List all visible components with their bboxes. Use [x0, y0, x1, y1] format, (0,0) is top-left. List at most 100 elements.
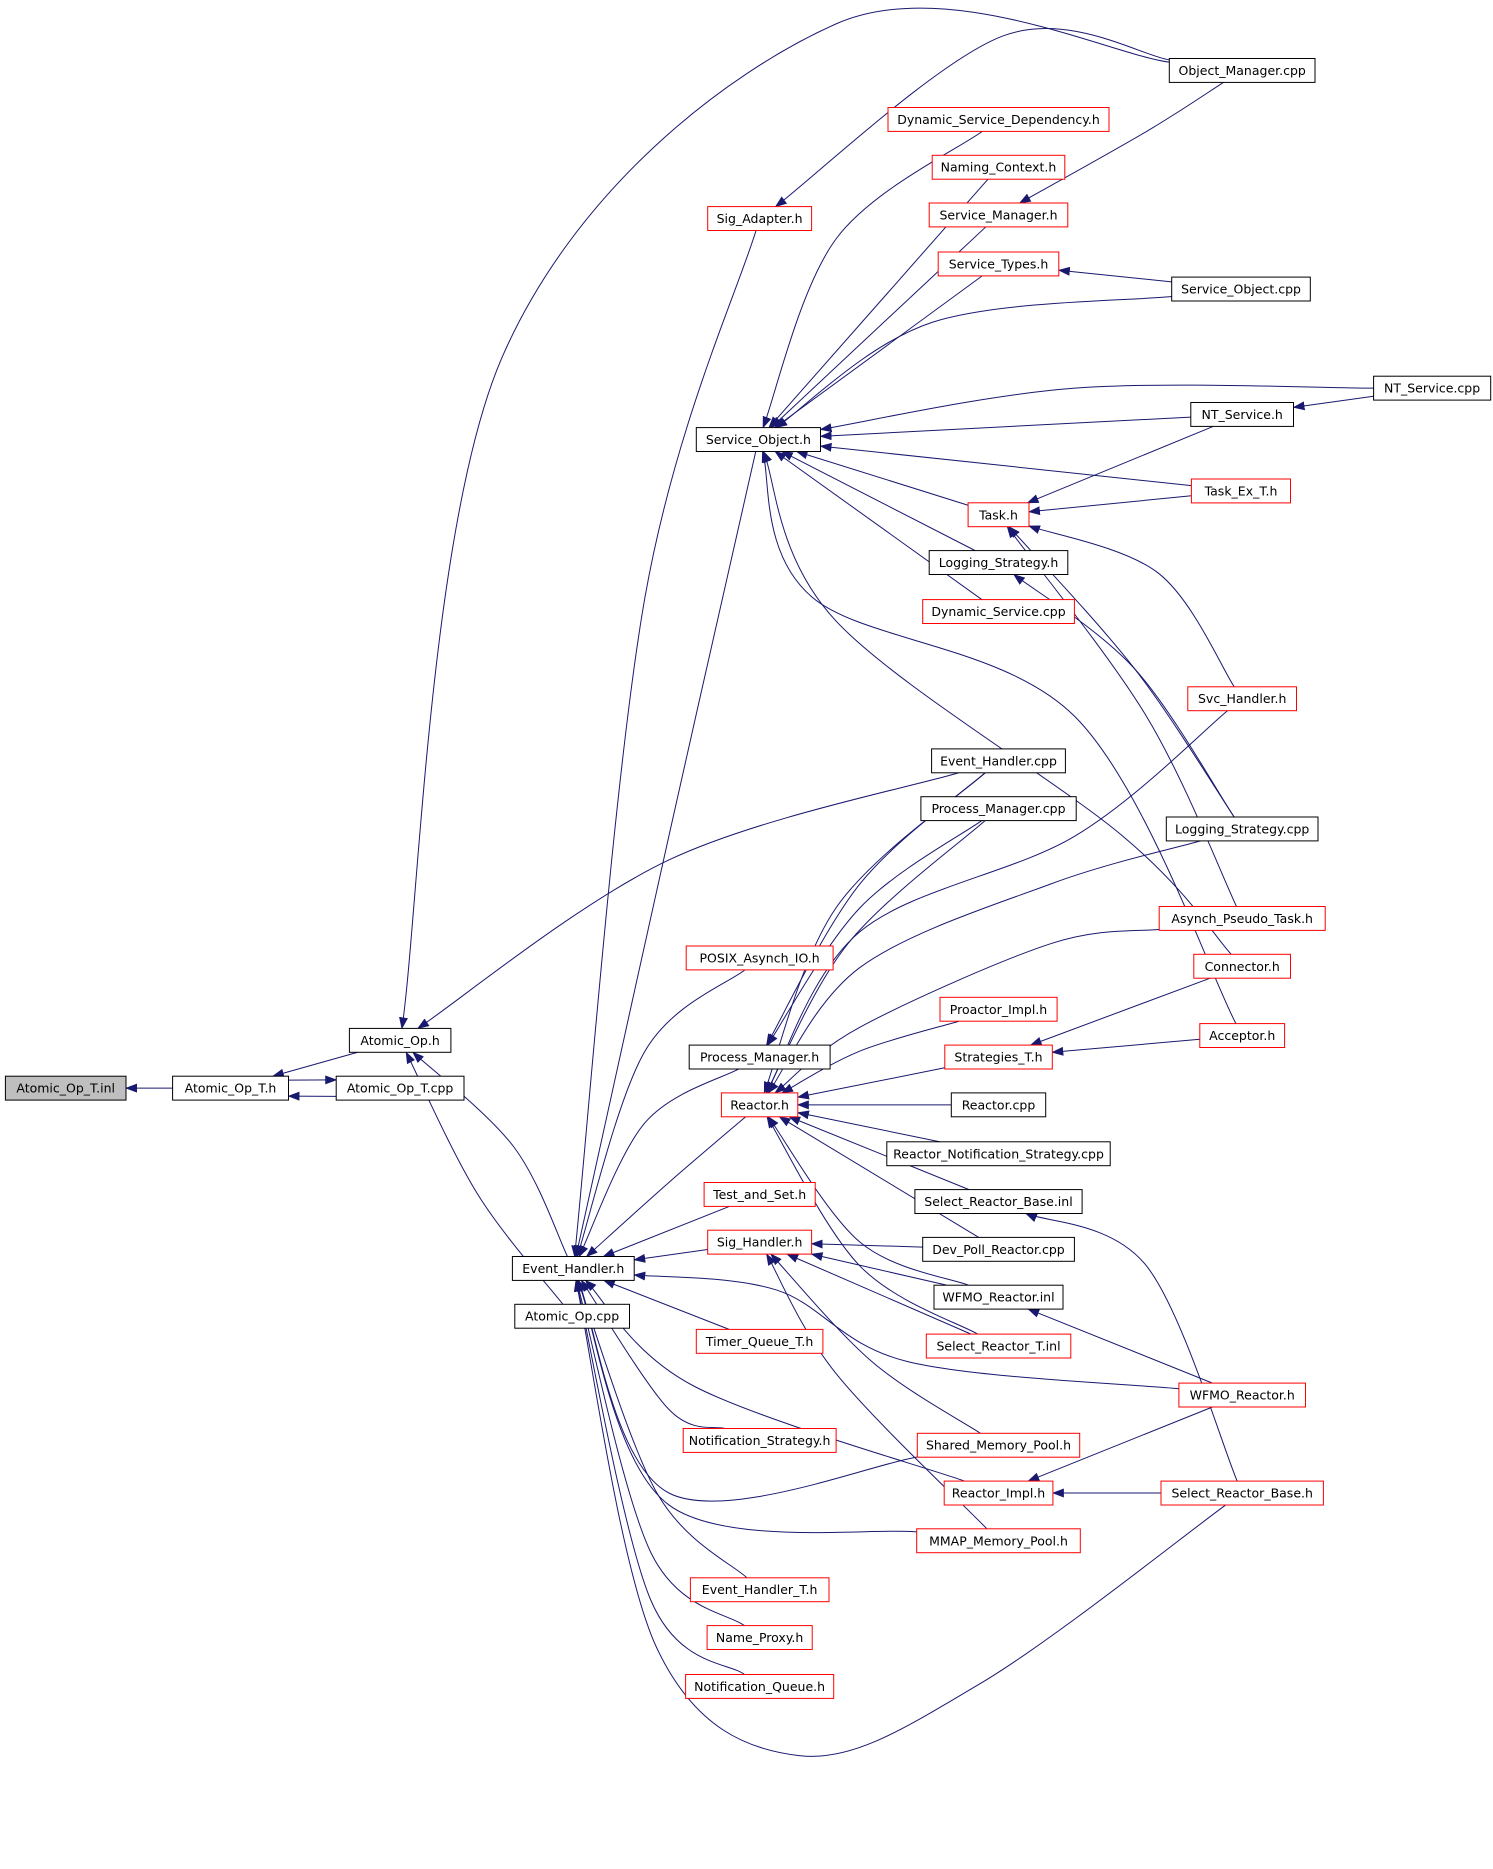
node-dynamic-service-cpp[interactable]: Dynamic_Service.cpp — [922, 599, 1075, 624]
node-nt-service-h[interactable]: NT_Service.h — [1190, 402, 1295, 427]
edge-reactor-h-to-event-handler-h — [585, 1116, 746, 1258]
node-svc-handler-h[interactable]: Svc_Handler.h — [1187, 686, 1298, 712]
node-box — [1160, 1480, 1324, 1506]
node-box — [943, 1480, 1054, 1506]
node-event-handler-t-h[interactable]: Event_Handler_T.h — [689, 1577, 830, 1603]
node-label: Service_Types.h — [949, 257, 1049, 272]
node-select-reactor-base-h[interactable]: Select_Reactor_Base.h — [1160, 1480, 1324, 1506]
node-proactor-impl-h[interactable]: Proactor_Impl.h — [939, 996, 1058, 1022]
edge-process-manager-h-to-event-handler-h — [578, 1068, 740, 1258]
node-box — [931, 748, 1066, 774]
node-mmap-memory-pool-h[interactable]: MMAP_Memory_Pool.h — [916, 1528, 1081, 1554]
edge-service-object-cpp-to-service-types-h — [1057, 266, 1172, 283]
node-box — [4, 1075, 127, 1101]
node-label: Service_Object.cpp — [1181, 282, 1301, 297]
node-box — [1199, 1023, 1286, 1048]
node-label: NT_Service.cpp — [1384, 381, 1480, 396]
edge-acceptor-h-to-strategies-t-h — [1051, 1038, 1200, 1056]
node-task-ex-t-h[interactable]: Task_Ex_T.h — [1190, 478, 1292, 504]
node-process-manager-h[interactable]: Process_Manager.h — [688, 1044, 831, 1070]
node-box — [928, 202, 1069, 228]
node-reactor-impl-h[interactable]: Reactor_Impl.h — [943, 1480, 1054, 1506]
node-box — [1165, 816, 1319, 842]
node-reactor-cpp[interactable]: Reactor.cpp — [950, 1092, 1047, 1118]
node-box — [1158, 906, 1326, 931]
node-label: WFMO_Reactor.inl — [942, 1290, 1054, 1305]
edge-connector-h-to-service-object-h — [763, 450, 1232, 955]
edge-wfmo-reactor-h-to-event-handler-h — [633, 1271, 1179, 1390]
node-atomic-op-h[interactable]: Atomic_Op.h — [348, 1027, 452, 1053]
node-box — [514, 1303, 630, 1329]
node-sig-adapter-h[interactable]: Sig_Adapter.h — [707, 206, 813, 232]
node-box — [706, 1625, 813, 1650]
node-wfmo-reactor-inl[interactable]: WFMO_Reactor.inl — [933, 1284, 1064, 1310]
node-box — [720, 1092, 799, 1118]
node-logging-strategy-cpp[interactable]: Logging_Strategy.cpp — [1165, 816, 1319, 842]
edge-shared-memory-pool-h-to-sig-handler-h — [770, 1253, 981, 1434]
edge-object-manager-cpp-to-sig-adapter-h — [774, 28, 1170, 208]
node-notification-strategy-h[interactable]: Notification_Strategy.h — [682, 1428, 837, 1453]
node-label: Event_Handler.cpp — [940, 753, 1057, 768]
node-atomic-op-cpp[interactable]: Atomic_Op.cpp — [514, 1303, 630, 1329]
node-atomic-op-t-cpp[interactable]: Atomic_Op_T.cpp — [335, 1075, 465, 1101]
node-task-h[interactable]: Task.h — [967, 502, 1030, 528]
node-service-object-cpp[interactable]: Service_Object.cpp — [1171, 276, 1311, 302]
edge-object-manager-cpp-to-atomic-op-h — [399, 7, 1170, 1030]
node-box — [335, 1075, 465, 1101]
node-posix-asynch-io-h[interactable]: POSIX_Asynch_IO.h — [685, 945, 834, 971]
node-strategies-t-h[interactable]: Strategies_T.h — [944, 1044, 1053, 1070]
node-asynch-pseudo-task-h[interactable]: Asynch_Pseudo_Task.h — [1158, 906, 1326, 931]
node-label: Test_and_Set.h — [712, 1187, 806, 1202]
node-box — [707, 1229, 813, 1255]
edge-acceptor-h-to-service-object-h — [761, 450, 1237, 1024]
node-timer-queue-t-h[interactable]: Timer_Queue_T.h — [695, 1328, 824, 1354]
node-select-reactor-base-inl[interactable]: Select_Reactor_Base.inl — [914, 1189, 1083, 1214]
node-nt-service-cpp[interactable]: NT_Service.cpp — [1373, 375, 1492, 401]
node-reactor-h[interactable]: Reactor.h — [720, 1092, 799, 1118]
node-label: Select_Reactor_Base.h — [1171, 1486, 1312, 1501]
node-event-handler-cpp[interactable]: Event_Handler.cpp — [931, 748, 1066, 774]
node-object-manager-cpp[interactable]: Object_Manager.cpp — [1168, 58, 1316, 83]
edge-proactor-impl-h-to-reactor-h — [781, 1020, 960, 1094]
node-test-and-set-h[interactable]: Test_and_Set.h — [703, 1182, 816, 1207]
node-reactor-notification-strategy-cpp[interactable]: Reactor_Notification_Strategy.cpp — [886, 1141, 1111, 1167]
node-atomic-op-t-inl[interactable]: Atomic_Op_T.inl — [4, 1075, 127, 1101]
node-box — [931, 154, 1066, 180]
node-box — [689, 1577, 830, 1603]
node-dev-poll-reactor-cpp[interactable]: Dev_Poll_Reactor.cpp — [922, 1236, 1075, 1262]
node-logging-strategy-h[interactable]: Logging_Strategy.h — [928, 550, 1069, 575]
node-label: Naming_Context.h — [941, 160, 1057, 175]
node-label: Event_Handler.h — [522, 1261, 624, 1276]
node-name-proxy-h[interactable]: Name_Proxy.h — [706, 1625, 813, 1650]
node-wfmo-reactor-h[interactable]: WFMO_Reactor.h — [1178, 1382, 1307, 1408]
node-connector-h[interactable]: Connector.h — [1193, 953, 1292, 979]
node-box — [944, 1044, 1053, 1070]
node-service-types-h[interactable]: Service_Types.h — [937, 251, 1060, 277]
node-naming-context-h[interactable]: Naming_Context.h — [931, 154, 1066, 180]
node-dynamic-service-dependency-h[interactable]: Dynamic_Service_Dependency.h — [887, 107, 1110, 132]
node-shared-memory-pool-h[interactable]: Shared_Memory_Pool.h — [916, 1432, 1081, 1458]
node-process-manager-cpp[interactable]: Process_Manager.cpp — [920, 796, 1077, 822]
node-notification-queue-h[interactable]: Notification_Queue.h — [685, 1674, 835, 1699]
node-box — [925, 1333, 1072, 1359]
edge-mmap-memory-pool-h-to-event-handler-h — [577, 1279, 917, 1534]
node-label: Atomic_Op_T.cpp — [347, 1081, 454, 1096]
node-service-manager-h[interactable]: Service_Manager.h — [928, 202, 1069, 228]
edge-logging-strategy-cpp-to-reactor-h — [767, 840, 1201, 1094]
node-select-reactor-t-inl[interactable]: Select_Reactor_T.inl — [925, 1333, 1072, 1359]
node-label: Dynamic_Service.cpp — [931, 604, 1065, 619]
node-label: Select_Reactor_T.inl — [936, 1339, 1060, 1354]
node-event-handler-h[interactable]: Event_Handler.h — [511, 1256, 635, 1281]
node-acceptor-h[interactable]: Acceptor.h — [1199, 1023, 1286, 1048]
node-label: NT_Service.h — [1202, 407, 1283, 422]
edge-svc-handler-h-to-task-h — [1028, 525, 1235, 688]
node-service-object-h[interactable]: Service_Object.h — [695, 427, 821, 453]
node-sig-handler-h[interactable]: Sig_Handler.h — [707, 1229, 813, 1255]
node-label: WFMO_Reactor.h — [1190, 1388, 1295, 1403]
edge-nt-service-cpp-to-nt-service-h — [1292, 395, 1374, 411]
edge-wfmo-reactor-h-to-reactor-impl-h — [1027, 1406, 1213, 1482]
node-atomic-op-t-h[interactable]: Atomic_Op_T.h — [172, 1075, 290, 1101]
node-label: Svc_Handler.h — [1198, 691, 1286, 706]
edge-wfmo-reactor-inl-to-sig-handler-h — [810, 1252, 947, 1286]
node-box — [695, 1328, 824, 1354]
